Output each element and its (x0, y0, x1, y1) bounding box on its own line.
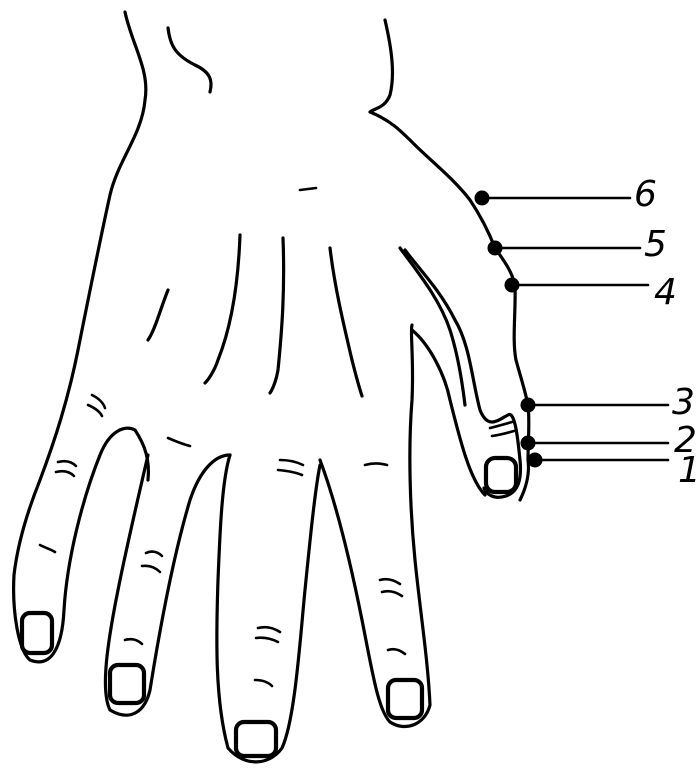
finger-crease (40, 545, 55, 552)
finger-middle (217, 455, 320, 762)
acupoint-dot (475, 191, 490, 206)
fingernails (22, 458, 516, 756)
nail-thumb (486, 458, 516, 492)
finger-crease (388, 649, 405, 654)
finger-crease (256, 638, 278, 642)
nail-ring (110, 665, 144, 703)
finger-crease (380, 579, 400, 584)
point-label: 5 (644, 224, 667, 265)
nail-index (388, 680, 422, 718)
point-label: 4 (654, 272, 677, 313)
tendon-line (270, 238, 284, 393)
acupoint-dot (505, 278, 520, 293)
thumb-web (412, 330, 485, 495)
knuckle-crease (280, 460, 303, 465)
knuckle-crease (278, 470, 302, 475)
hand-left-edge (14, 12, 146, 662)
knuckle-crease (92, 395, 105, 408)
nail-little (22, 613, 52, 653)
finger-crease (142, 566, 160, 572)
finger-crease (125, 639, 142, 644)
tendon-line (400, 248, 465, 405)
tendon-lines (148, 235, 465, 405)
tendon-line (148, 290, 168, 340)
knuckle-crease (492, 431, 514, 436)
finger-index (320, 325, 430, 727)
point-label: 2 (674, 420, 696, 461)
tendon-line (205, 235, 240, 383)
palm-speck (300, 188, 316, 190)
knuckle-crease (88, 405, 102, 416)
hand-outline (14, 12, 529, 762)
acupoint-dot (528, 453, 543, 468)
finger-crease (56, 471, 74, 476)
point-label: 3 (672, 382, 695, 423)
hand-right-edge (370, 20, 529, 500)
finger-crease (146, 552, 162, 556)
acupoint-dot (521, 398, 536, 413)
nail-middle (236, 722, 276, 756)
wrist-crease (168, 28, 211, 92)
knuckle-crease (365, 464, 387, 466)
point-label: 6 (634, 174, 657, 215)
tendon-line (330, 248, 362, 396)
finger-crease (258, 627, 280, 632)
knuckle-crease (168, 438, 190, 446)
acupoint-markers: 123456 (475, 174, 696, 491)
acupoint-dot (488, 241, 503, 256)
finger-crease (255, 680, 272, 686)
finger-crease (58, 461, 76, 466)
acupoint-dot (521, 436, 536, 451)
finger-crease (382, 591, 402, 596)
